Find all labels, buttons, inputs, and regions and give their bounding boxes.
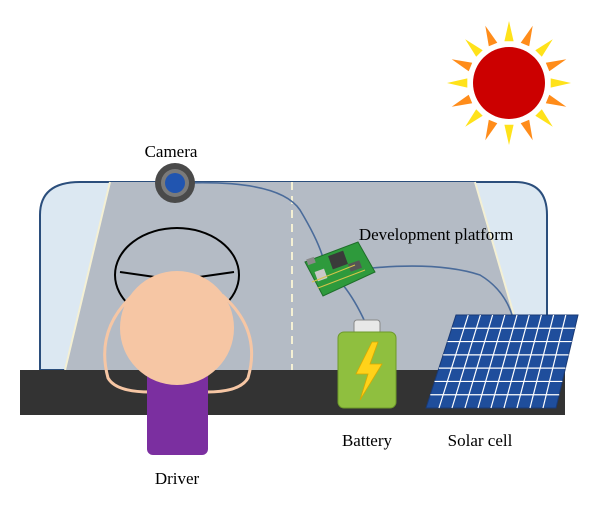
camera-icon (155, 163, 195, 203)
sun-ray (504, 125, 513, 145)
sun-ray (546, 95, 567, 107)
sun-ray (535, 109, 553, 127)
sun-ray (521, 26, 533, 47)
development-platform-label: Development platform (359, 225, 513, 244)
battery-label: Battery (342, 431, 393, 450)
driver-label: Driver (155, 469, 200, 488)
sun-ray (546, 59, 567, 71)
sun-ray (535, 39, 553, 57)
sun-disc (473, 47, 545, 119)
sun-ray (452, 59, 473, 71)
sun-ray (521, 120, 533, 141)
driver-head (120, 271, 234, 385)
camera-label: Camera (145, 142, 198, 161)
sun-icon (447, 21, 571, 145)
sun-ray (465, 109, 483, 127)
solar-cell-label: Solar cell (448, 431, 513, 450)
sun-ray (551, 78, 571, 87)
sun-ray (485, 26, 497, 47)
sun-ray (447, 78, 467, 87)
sun-ray (485, 120, 497, 141)
battery-icon (338, 320, 396, 408)
sun-ray (504, 21, 513, 41)
sun-ray (465, 39, 483, 57)
sun-ray (452, 95, 473, 107)
